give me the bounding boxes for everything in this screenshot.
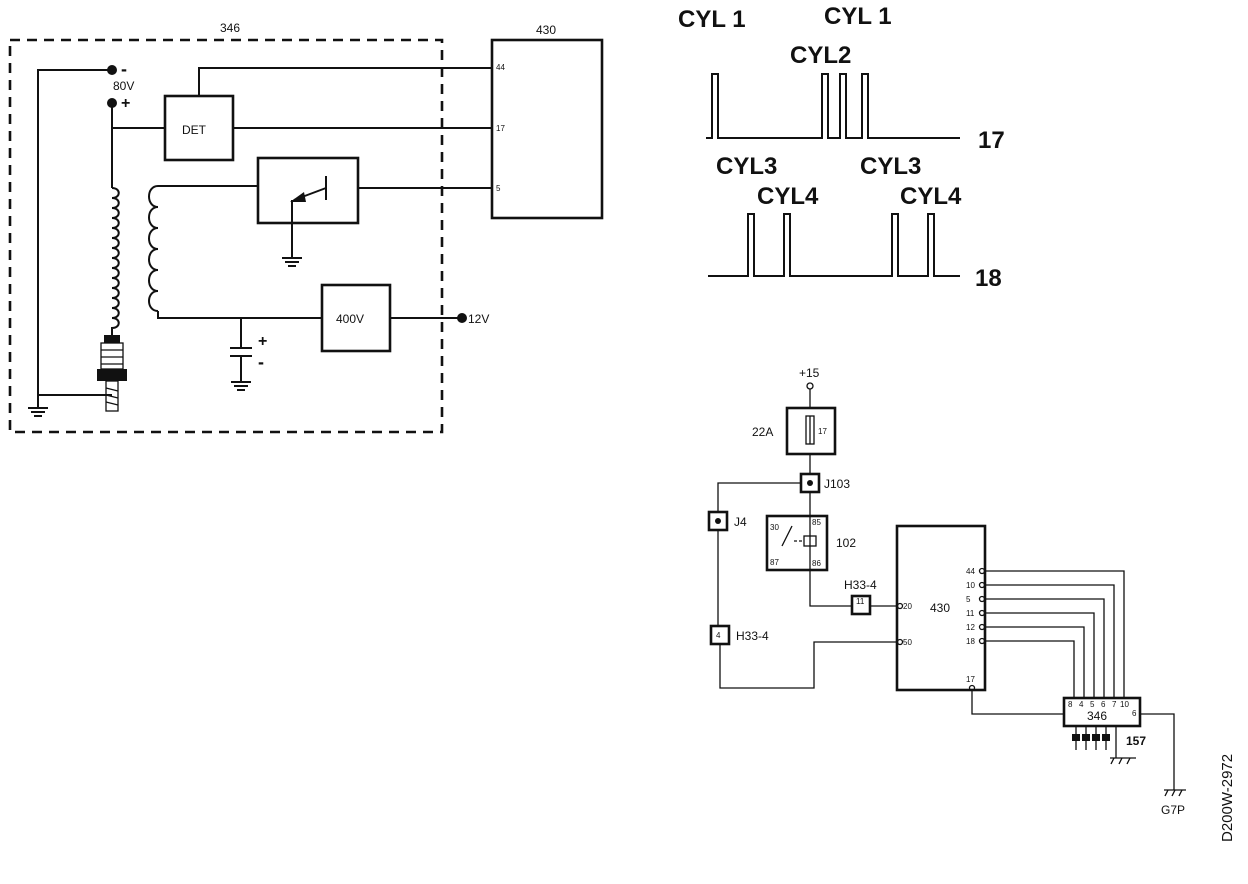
battery-terminal — [457, 313, 467, 323]
supply-15-label: +15 — [799, 366, 820, 380]
relay-contact-icon — [781, 525, 793, 547]
j103-to-j4-wire — [717, 482, 801, 512]
waveform-channel-17: 17 — [978, 127, 1005, 154]
converter-400v-label: 400V — [336, 312, 364, 326]
connector-h33-bottom-label: H33-4 — [736, 629, 769, 643]
ecu-430-wiring-box — [895, 524, 987, 692]
module-346-wiring-label: 346 — [1087, 709, 1107, 723]
capacitor-minus-sign: - — [258, 352, 264, 372]
converter-400v-box — [320, 283, 392, 353]
waveform-label-cyl4-b: CYL4 — [900, 183, 962, 210]
connector-j103-pin — [807, 480, 813, 486]
ignition-coil-primary — [148, 185, 159, 312]
fuse-box — [785, 406, 837, 456]
ground-g7p-icon — [1164, 789, 1186, 797]
ecu-pin-17-to-module-wire — [971, 690, 1064, 715]
supply-plus-sign: + — [121, 95, 130, 112]
ignition-module-schematic: 346 430 44 17 5 - 80V + — [8, 21, 604, 434]
module-pin-5: 7 — [1112, 700, 1117, 709]
connector-h33-top-pin: 11 — [856, 597, 865, 606]
ground-symbol-thyristor — [282, 257, 302, 267]
ecu-pin-44: 44 — [496, 63, 505, 72]
connector-h33-top-label: H33-4 — [844, 578, 877, 592]
module-346-dashed-boundary — [8, 38, 444, 434]
plug-157-label: 157 — [1126, 734, 1146, 748]
waveform-label-cyl1-a: CYL 1 — [678, 6, 746, 33]
ecu-to-module-harness — [985, 570, 1125, 698]
waveform-label-cyl1-b: CYL 1 — [824, 3, 892, 30]
ecu-right-pin-3: 5 — [966, 595, 971, 604]
relay-pin-85: 85 — [812, 518, 821, 527]
ecu-pin-50: 50 — [903, 638, 912, 647]
battery-12v-label: 12V — [468, 312, 489, 326]
ecu-right-pin-5: 12 — [966, 623, 975, 632]
waveform-trace-18 — [708, 213, 960, 277]
ecu-pin-17-wiring: 17 — [966, 675, 975, 684]
module-pin-2: 4 — [1079, 700, 1084, 709]
ground-rail-wire — [37, 69, 112, 396]
ecu-pin-5: 5 — [496, 184, 501, 193]
ground-symbol-left — [28, 395, 48, 417]
connector-h33-bottom-pin: 4 — [716, 631, 721, 640]
relay-to-h33-wire — [809, 570, 852, 607]
module-pin-3: 5 — [1090, 700, 1095, 709]
waveform-trace-17 — [706, 73, 960, 139]
fuse-rating-label: 22A — [752, 425, 773, 439]
module-346-label: 346 — [220, 21, 240, 35]
relay-pin-86: 86 — [812, 559, 821, 568]
ecu-430-label: 430 — [536, 23, 556, 37]
connector-j4-pin — [715, 518, 721, 524]
supply-15-terminal — [806, 382, 814, 390]
relay-coil-icon — [803, 535, 817, 547]
wiring-diagram: +15 17 22A J103 J4 4 H33-4 30 87 8 — [707, 366, 1186, 817]
ecu-430-box — [490, 38, 604, 220]
ecu-right-pin-2: 10 — [966, 581, 975, 590]
waveform-label-cyl4-a: CYL4 — [757, 183, 819, 210]
ecu-right-pin-1: 44 — [966, 567, 975, 576]
ecu-right-pin-4: 11 — [966, 609, 975, 618]
waveform-label-cyl2: CYL2 — [790, 42, 851, 69]
module-346-wiring-box — [1062, 696, 1142, 728]
capacitor-plus-sign: + — [258, 333, 267, 350]
thyristor-symbol — [290, 176, 327, 258]
waveform-label-cyl3-b: CYL3 — [860, 153, 921, 180]
supply-voltage-label: 80V — [113, 79, 134, 93]
ecu-pin-20: 20 — [903, 602, 912, 611]
connector-h33-top-box — [850, 594, 872, 616]
det-to-pin-44-wire — [198, 67, 492, 96]
waveform-channel-18: 18 — [975, 265, 1002, 292]
ecu-right-pin-6: 18 — [966, 637, 975, 646]
module-pin-1: 8 — [1068, 700, 1073, 709]
supply-minus-sign: - — [121, 59, 127, 79]
relay-pin-87: 87 — [770, 558, 779, 567]
module-pin-7: 6 — [1132, 709, 1137, 718]
connector-j4-label: J4 — [734, 515, 747, 529]
h33-to-ecu-pin-50-wire — [719, 641, 897, 689]
waveform-panel: CYL 1 CYL 1 CYL2 17 CYL3 CYL3 CYL4 CYL4 … — [678, 3, 1005, 292]
module-to-ground-wire — [1140, 713, 1175, 790]
module-pin-6: 10 — [1120, 700, 1129, 709]
ecu-430-wiring-label: 430 — [930, 601, 950, 615]
capacitor-symbol — [230, 318, 252, 391]
ecu-right-pin-terminals — [978, 567, 986, 645]
figure-code: D200W-2972 — [1219, 754, 1236, 842]
connector-j103-label: J103 — [824, 477, 850, 491]
relay-102-label: 102 — [836, 536, 856, 550]
fuse-number: 17 — [818, 427, 827, 436]
ground-g7p-label: G7P — [1161, 803, 1185, 817]
relay-102-box — [765, 514, 829, 572]
detector-label: DET — [182, 123, 207, 137]
spark-plug-icon — [97, 335, 127, 412]
ignition-coil-secondary — [111, 187, 120, 335]
ecu-pin-17: 17 — [496, 124, 505, 133]
relay-pin-30: 30 — [770, 523, 779, 532]
thyristor-box — [256, 156, 360, 225]
module-pin-4: 6 — [1101, 700, 1106, 709]
spark-plug-leads-157 — [1072, 726, 1136, 765]
coil-to-converter-wire — [157, 311, 322, 319]
waveform-label-cyl3-a: CYL3 — [716, 153, 777, 180]
